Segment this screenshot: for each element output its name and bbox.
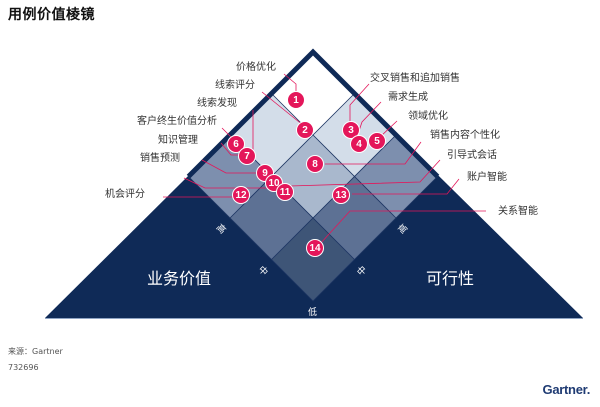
axis-low: 低 (308, 308, 318, 318)
badge-7: 7 (238, 147, 256, 165)
logo-dot: . (586, 382, 591, 397)
badge-4: 4 (350, 135, 368, 153)
label-clv-analysis: 客户终生价值分析 (137, 116, 217, 127)
badge-13: 13 (332, 186, 350, 204)
badge-12: 12 (232, 186, 250, 204)
badge-8: 8 (306, 155, 324, 173)
label-opportunity-scoring: 机会评分 (105, 189, 145, 200)
prism-top-edge (186, 48, 440, 179)
label-territory-optimization: 领域优化 (408, 111, 448, 122)
badge-11: 11 (276, 183, 294, 201)
label-cross-upsell: 交叉销售和追加销售 (370, 73, 460, 84)
axis-feasibility: 可行性 (426, 269, 475, 288)
label-demand-generation: 需求生成 (388, 92, 428, 103)
page-title: 用例价值棱镜 (8, 7, 95, 23)
label-sales-content-personalization: 销售内容个性化 (430, 130, 500, 141)
badge-1: 1 (287, 91, 305, 109)
gartner-logo: Gartner. (542, 382, 591, 397)
label-price-optimization: 价格优化 (236, 62, 276, 73)
badge-14: 14 (306, 239, 324, 257)
document-id: 732696 (8, 363, 39, 372)
badge-5: 5 (368, 132, 386, 150)
leader-lines (163, 73, 486, 245)
logo-text: Gartner (542, 382, 587, 397)
label-sales-forecasting: 销售预测 (140, 153, 180, 164)
badge-2: 2 (296, 121, 314, 139)
label-lead-scoring: 线索评分 (215, 80, 255, 91)
label-lead-discovery: 线索发现 (197, 98, 237, 109)
label-relationship-intelligence: 关系智能 (498, 206, 538, 217)
label-account-intelligence: 账户智能 (467, 172, 507, 183)
label-knowledge-management: 知识管理 (158, 135, 198, 146)
axis-business-value: 业务价值 (147, 269, 212, 288)
source-text: 来源：Gartner (8, 347, 63, 356)
label-guided-conversations: 引导式会话 (447, 150, 497, 161)
